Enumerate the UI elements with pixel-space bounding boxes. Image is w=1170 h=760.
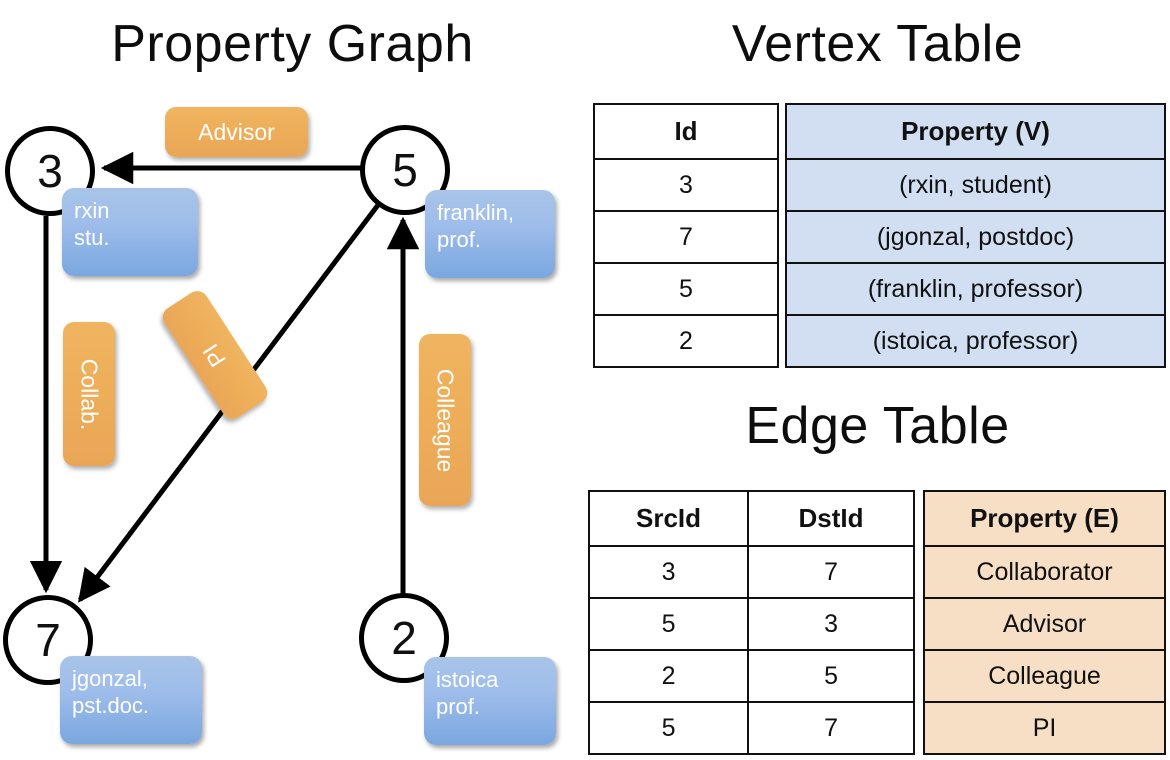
edge-table-cell-dstid: 7	[747, 701, 915, 755]
vertex-table-panel: Vertex Table	[585, 0, 1170, 390]
graph-node-3-label: 3	[37, 145, 63, 197]
edge-label-collab[interactable]: Collab.	[63, 322, 115, 466]
edge-table-header-dstid: DstId	[747, 490, 915, 547]
table-header-row: SrcId DstId	[587, 490, 915, 547]
table-row[interactable]: (istoica, professor)	[785, 314, 1166, 368]
edge-table-src-dst-columns: SrcId DstId 3 7 5 3 2 5 5 7	[587, 490, 915, 755]
edge-table-cell-property: Advisor	[923, 597, 1166, 651]
table-header-row: Id	[593, 103, 779, 160]
edge-table-cell-dstid: 3	[747, 597, 915, 651]
vertex-table-header-id: Id	[593, 103, 779, 160]
edge-table-cell-property: PI	[923, 701, 1166, 755]
table-row[interactable]: 7	[593, 210, 779, 264]
vertex-table-cell-property: (franklin, professor)	[785, 262, 1166, 316]
edge-label-advisor[interactable]: Advisor	[165, 107, 308, 157]
edge-table-cell-dstid: 5	[747, 649, 915, 703]
vertex-table-cell-id: 2	[593, 314, 779, 368]
table-header-row: Property (V)	[785, 103, 1166, 160]
table-row[interactable]: Advisor	[923, 597, 1166, 651]
edge-label-colleague-text: Colleague	[432, 368, 459, 472]
vertex-property-box-5[interactable]: franklin, prof.	[425, 190, 555, 278]
table-row[interactable]: 3 7	[587, 545, 915, 599]
edge-table-cell-property: Colleague	[923, 649, 1166, 703]
page-title-vertex-table: Vertex Table	[731, 15, 1024, 73]
table-row[interactable]: 2	[593, 314, 779, 368]
vertex-table-cell-id: 7	[593, 210, 779, 264]
edge-label-collab-text: Collab.	[76, 358, 103, 430]
table-row[interactable]: 2 5	[587, 649, 915, 703]
edge-table-header-srcid: SrcId	[587, 490, 750, 547]
edge-table-property-column: Property (E) Collaborator Advisor Collea…	[923, 490, 1166, 755]
vertex-table-cell-id: 3	[593, 158, 779, 212]
edge-label-advisor-text: Advisor	[198, 118, 275, 145]
table-row[interactable]: 3	[593, 158, 779, 212]
vertex-table-cell-property: (rxin, student)	[785, 158, 1166, 212]
vertex-property-box-3[interactable]: rxin stu.	[62, 188, 198, 276]
edge-table-cell-srcid: 3	[587, 545, 750, 599]
graph-node-2[interactable]: 2	[359, 593, 449, 683]
vertex-table-cell-property: (istoica, professor)	[785, 314, 1166, 368]
vertex-property-box-7[interactable]: jgonzal, pst.doc.	[60, 656, 202, 744]
page-title-property-graph: Property Graph	[111, 15, 474, 73]
table-row[interactable]: 5 7	[587, 701, 915, 755]
vertex-table-cell-id: 5	[593, 262, 779, 316]
table-row[interactable]: (jgonzal, postdoc)	[785, 210, 1166, 264]
table-header-row: Property (E)	[923, 490, 1166, 547]
vertex-table-id-column: Id 3 7 5 2	[593, 103, 779, 368]
table-row[interactable]: 5	[593, 262, 779, 316]
graph-node-5-label: 5	[392, 144, 418, 196]
edge-table-cell-srcid: 2	[587, 649, 750, 703]
property-graph-panel: Property Graph 3 5 7 2 rxin stu. frankli…	[3, 15, 556, 745]
table-row[interactable]: PI	[923, 701, 1166, 755]
graph-node-2-label: 2	[391, 612, 417, 664]
table-row[interactable]: Colleague	[923, 649, 1166, 703]
vertex-property-box-2[interactable]: istoica prof.	[424, 657, 556, 745]
edge-table-header-property: Property (E)	[923, 490, 1166, 547]
table-row[interactable]: (rxin, student)	[785, 158, 1166, 212]
edge-table-cell-dstid: 7	[747, 545, 915, 599]
graph-node-5[interactable]: 5	[360, 125, 450, 215]
graph-node-7-label: 7	[35, 614, 61, 666]
vertex-table-cell-property: (jgonzal, postdoc)	[785, 210, 1166, 264]
edge-label-colleague[interactable]: Colleague	[419, 334, 471, 506]
edge-table-panel: Edge Table	[585, 390, 1170, 760]
table-row[interactable]: (franklin, professor)	[785, 262, 1166, 316]
vertex-table-property-column: Property (V) (rxin, student) (jgonzal, p…	[785, 103, 1166, 368]
edge-table-cell-srcid: 5	[587, 701, 750, 755]
table-row[interactable]: 5 3	[587, 597, 915, 651]
edge-table-cell-srcid: 5	[587, 597, 750, 651]
edge-table-cell-property: Collaborator	[923, 545, 1166, 599]
page-title-edge-table: Edge Table	[745, 397, 1010, 455]
vertex-table-header-property: Property (V)	[785, 103, 1166, 160]
edge-label-pi-text: PI	[197, 339, 232, 372]
table-row[interactable]: Collaborator	[923, 545, 1166, 599]
